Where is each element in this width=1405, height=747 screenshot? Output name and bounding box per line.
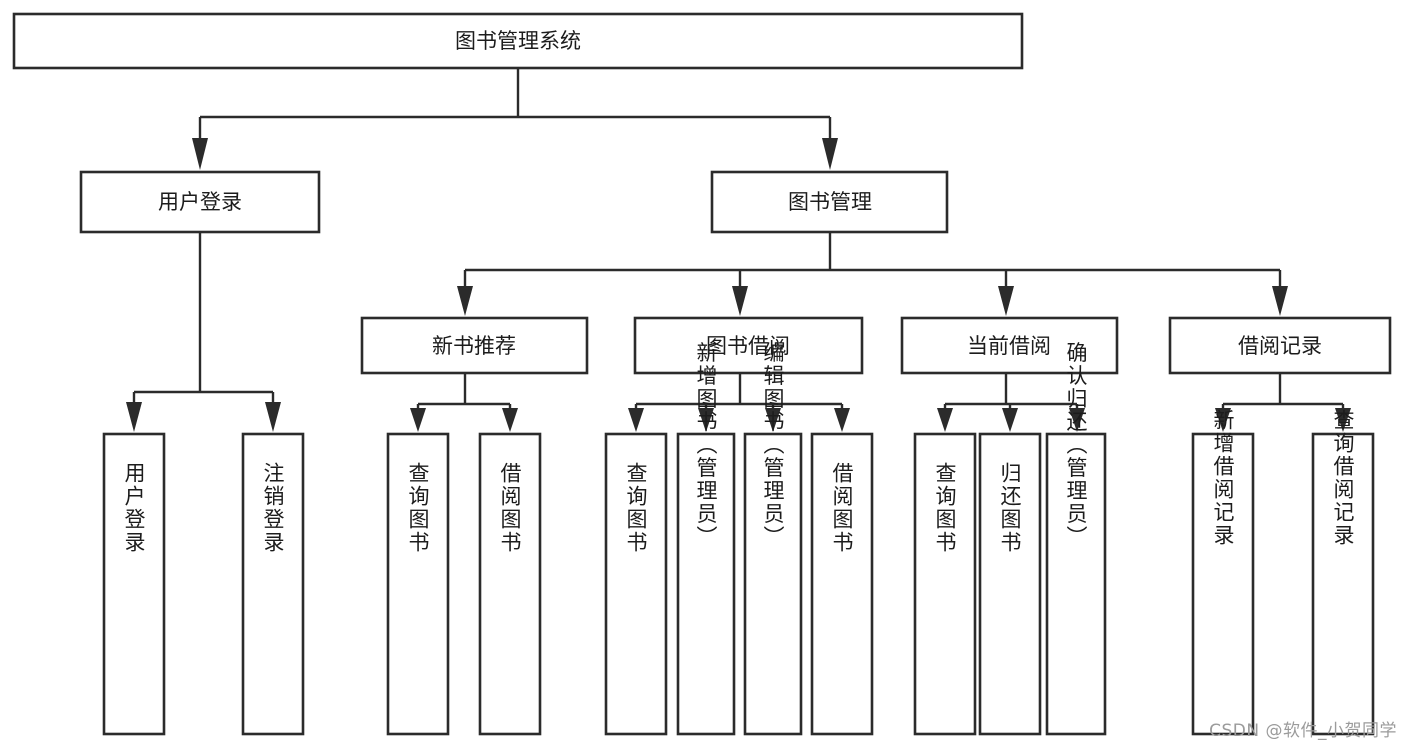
- node-leaf-add-book[interactable]: 新增图书（管理员）: [676, 342, 736, 736]
- node-borrow-record-box[interactable]: [1168, 316, 1392, 375]
- node-leaf-query-book-br[interactable]: 查询图书: [604, 432, 668, 736]
- node-leaf-confirm-return[interactable]: 确认归还（管理员）: [1045, 342, 1107, 736]
- arrow-head-leaf-confirm-return: [1069, 408, 1085, 432]
- node-leaf-query-book-br-label: 查询图书: [624, 462, 648, 554]
- arrow-head-leaf-add-book: [698, 408, 714, 432]
- node-leaf-query-book-cb-label: 查询图书: [933, 462, 957, 554]
- node-current-borrow-label: 当前借阅: [967, 334, 1051, 358]
- connectors-new-book-rec-children: [410, 373, 518, 432]
- node-borrow-record-label: 借阅记录: [1238, 334, 1322, 358]
- node-root-box[interactable]: [12, 12, 1024, 70]
- node-leaf-borrow-book-br[interactable]: 借阅图书: [810, 432, 874, 736]
- connectors-root-to-level1: [192, 68, 838, 170]
- node-leaf-query-book-rec-label: 查询图书: [406, 462, 430, 554]
- arrow-head-leaf-user-login: [126, 402, 142, 432]
- node-leaf-logout-box[interactable]: [241, 432, 305, 736]
- node-leaf-add-book-box[interactable]: [676, 432, 736, 736]
- node-leaf-edit-book-box[interactable]: [743, 432, 803, 736]
- node-leaf-query-book-cb[interactable]: 查询图书: [913, 432, 977, 736]
- node-user-login-box[interactable]: [79, 170, 321, 234]
- arrow-head-leaf-query-book-rec: [410, 408, 426, 432]
- arrow-head-book-manage: [822, 138, 838, 170]
- arrow-head-leaf-logout: [265, 402, 281, 432]
- node-leaf-borrow-book-rec[interactable]: 借阅图书: [478, 432, 542, 736]
- node-leaf-borrow-book-rec-box[interactable]: [478, 432, 542, 736]
- node-book-manage[interactable]: 图书管理: [710, 170, 949, 234]
- node-leaf-confirm-return-label: 确认归还（管理员）: [1064, 342, 1088, 549]
- node-user-login[interactable]: 用户登录: [79, 170, 321, 234]
- node-book-manage-box[interactable]: [710, 170, 949, 234]
- node-leaf-return-book-box[interactable]: [978, 432, 1042, 736]
- arrow-head-borrow-record: [1272, 286, 1288, 316]
- arrow-head-leaf-return-book: [1002, 408, 1018, 432]
- node-book-borrow-label: 图书借阅: [706, 334, 790, 358]
- arrow-head-leaf-query-book-cb: [937, 408, 953, 432]
- node-leaf-add-record[interactable]: 新增借阅记录: [1191, 409, 1255, 736]
- node-leaf-query-record-label: 查询借阅记录: [1331, 409, 1355, 547]
- connectors-user-login-children: [126, 232, 281, 432]
- node-current-borrow-box[interactable]: [900, 316, 1119, 375]
- arrow-head-leaf-borrow-book-rec: [502, 408, 518, 432]
- node-leaf-add-record-box[interactable]: [1191, 432, 1255, 736]
- node-leaf-query-record-box[interactable]: [1311, 432, 1375, 736]
- arrow-head-book-borrow: [732, 286, 748, 316]
- node-new-book-rec[interactable]: 新书推荐: [360, 316, 589, 375]
- node-leaf-borrow-book-rec-label: 借阅图书: [498, 462, 522, 554]
- node-leaf-query-book-rec-box[interactable]: [386, 432, 450, 736]
- node-leaf-return-book[interactable]: 归还图书: [978, 432, 1042, 736]
- node-leaf-user-login-box[interactable]: [102, 432, 166, 736]
- node-leaf-query-book-cb-box[interactable]: [913, 432, 977, 736]
- node-leaf-confirm-return-box[interactable]: [1045, 432, 1107, 736]
- node-leaf-borrow-book-br-box[interactable]: [810, 432, 874, 736]
- connectors-current-borrow-children: [937, 373, 1085, 432]
- arrow-head-current-borrow: [998, 286, 1014, 316]
- node-leaf-edit-book[interactable]: 编辑图书（管理员）: [743, 342, 803, 736]
- arrow-head-leaf-edit-book: [765, 408, 781, 432]
- connectors-book-borrow-children: [628, 373, 850, 432]
- node-book-borrow[interactable]: 图书借阅: [633, 316, 864, 375]
- node-borrow-record[interactable]: 借阅记录: [1168, 316, 1392, 375]
- node-leaf-query-book-rec[interactable]: 查询图书: [386, 432, 450, 736]
- arrow-head-leaf-borrow-book-br: [834, 408, 850, 432]
- node-root-label: 图书管理系统: [455, 29, 581, 53]
- node-leaf-add-record-label: 新增借阅记录: [1211, 409, 1235, 547]
- node-leaf-query-record[interactable]: 查询借阅记录: [1311, 409, 1375, 736]
- node-leaf-logout[interactable]: 注销登录: [241, 432, 305, 736]
- node-leaf-return-book-label: 归还图书: [998, 462, 1022, 554]
- node-current-borrow[interactable]: 当前借阅: [900, 316, 1119, 375]
- node-new-book-rec-label: 新书推荐: [432, 334, 516, 358]
- node-book-manage-label: 图书管理: [788, 190, 872, 214]
- arrow-head-new-book-rec: [457, 286, 473, 316]
- arrow-head-leaf-query-record: [1335, 408, 1351, 432]
- node-leaf-user-login[interactable]: 用户登录: [102, 432, 166, 736]
- node-leaf-edit-book-label: 编辑图书（管理员）: [761, 342, 785, 549]
- node-leaf-add-book-label: 新增图书（管理员）: [694, 342, 718, 549]
- arrow-head-leaf-query-book-br: [628, 408, 644, 432]
- node-user-login-label: 用户登录: [158, 190, 242, 214]
- arrow-head-user-login: [192, 138, 208, 170]
- node-leaf-logout-label: 注销登录: [261, 462, 285, 554]
- node-book-borrow-box[interactable]: [633, 316, 864, 375]
- arrow-head-leaf-add-record: [1215, 408, 1231, 432]
- node-leaf-borrow-book-br-label: 借阅图书: [830, 462, 854, 554]
- node-new-book-rec-box[interactable]: [360, 316, 589, 375]
- node-root[interactable]: 图书管理系统: [12, 12, 1024, 70]
- connectors-borrow-record-children: [1215, 373, 1351, 432]
- connectors-book-manage-children: [457, 232, 1288, 316]
- node-leaf-user-login-label: 用户登录: [122, 462, 146, 554]
- node-leaf-query-book-br-box[interactable]: [604, 432, 668, 736]
